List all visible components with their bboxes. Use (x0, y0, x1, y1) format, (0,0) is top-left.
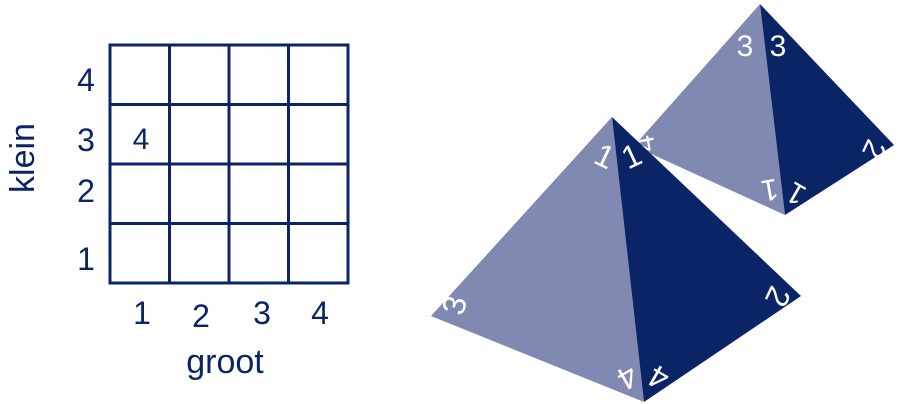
y-tick-3: 3 (77, 122, 95, 158)
small-die-number-left-bottom: 1 (759, 172, 781, 207)
small-die-left-face (634, 4, 785, 215)
large-tetrahedron-die: 1 3 4 1 2 4 (431, 117, 801, 402)
grid-cell-value: 4 (133, 123, 150, 156)
small-tetrahedron-die: 3 4 1 3 2 1 (627, 4, 894, 215)
x-axis-label: groot (186, 343, 264, 381)
x-tick-3: 3 (253, 295, 271, 331)
outcome-grid: 4 4 3 2 1 1 2 3 4 groot klein (4, 43, 350, 381)
small-die-number-right-top: 3 (770, 30, 787, 63)
large-die-left-face (431, 117, 644, 402)
y-tick-1: 1 (77, 241, 95, 277)
y-tick-2: 2 (77, 173, 95, 209)
x-tick-4: 4 (311, 295, 329, 331)
small-die-number-left-top: 3 (737, 30, 754, 63)
large-die-right-face (612, 117, 801, 402)
y-axis-label: klein (4, 123, 42, 193)
x-tick-1: 1 (133, 295, 151, 331)
y-tick-4: 4 (77, 62, 95, 98)
small-die-right-face (760, 4, 894, 215)
x-tick-2: 2 (192, 298, 210, 334)
